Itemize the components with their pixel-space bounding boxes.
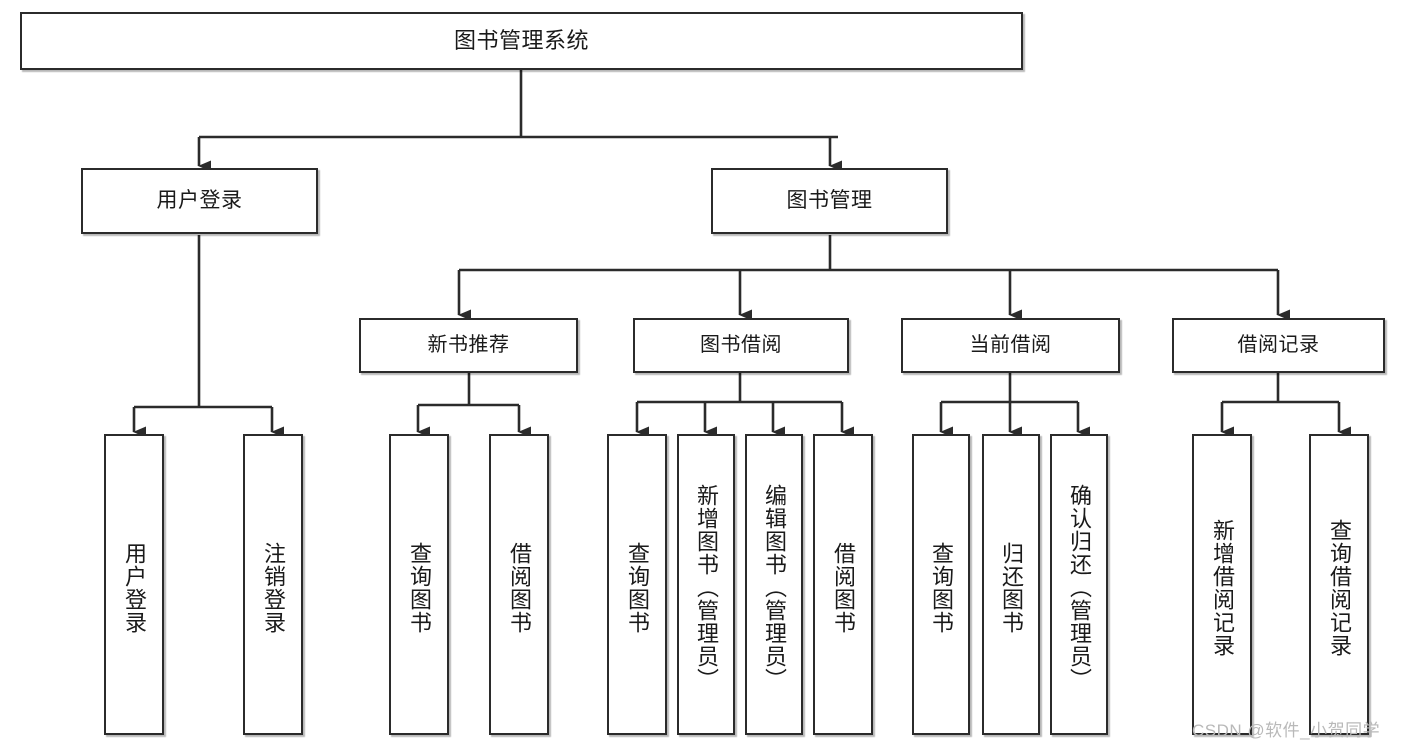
leaf-query-book-recommend[interactable]: 查询图书 [389,434,449,735]
node-label: 查询图书 [625,541,650,634]
node-label: 借阅图书 [831,541,856,634]
node-user-login[interactable]: 用户登录 [81,168,318,234]
leaf-query-book-current[interactable]: 查询图书 [912,434,970,735]
node-book-borrow[interactable]: 图书借阅 [633,318,849,373]
node-label: 查询图书 [929,541,954,634]
node-label: 查询借阅记录 [1327,518,1352,657]
leaf-borrow-book-borrow[interactable]: 借阅图书 [813,434,873,735]
node-current-borrow[interactable]: 当前借阅 [901,318,1120,373]
leaf-query-borrow-record[interactable]: 查询借阅记录 [1309,434,1369,735]
node-label: 借阅记录 [1237,334,1320,357]
node-book-management[interactable]: 图书管理 [711,168,948,234]
node-label: 查询图书 [407,541,432,634]
leaf-edit-book-admin[interactable]: 编辑图书（管理员） [745,434,803,735]
node-label: 新书推荐 [427,334,510,357]
node-new-book-recommend[interactable]: 新书推荐 [359,318,578,373]
node-label: 确认归还（管理员） [1067,484,1092,691]
leaf-return-book[interactable]: 归还图书 [982,434,1040,735]
node-label: 当前借阅 [969,334,1052,357]
node-label: 图书借阅 [700,334,782,357]
node-label: 图书管理 [786,189,873,213]
node-label: 图书管理系统 [453,27,589,53]
node-label: 用户登录 [122,541,147,634]
leaf-query-book-borrow[interactable]: 查询图书 [607,434,667,735]
leaf-confirm-return-admin[interactable]: 确认归还（管理员） [1050,434,1108,735]
node-root-system[interactable]: 图书管理系统 [20,12,1023,70]
csdn-watermark: CSDN @软件_小贺同学 [1192,721,1381,740]
node-borrow-record[interactable]: 借阅记录 [1172,318,1385,373]
node-label: 编辑图书（管理员） [762,484,787,691]
leaf-user-login[interactable]: 用户登录 [104,434,164,735]
node-label: 新增图书（管理员） [694,484,719,691]
node-label: 归还图书 [999,541,1024,634]
leaf-add-borrow-record[interactable]: 新增借阅记录 [1192,434,1252,735]
leaf-borrow-book-recommend[interactable]: 借阅图书 [489,434,549,735]
node-label: 注销登录 [261,541,286,634]
node-label: 用户登录 [156,189,243,213]
node-label: 新增借阅记录 [1210,518,1235,657]
leaf-add-book-admin[interactable]: 新增图书（管理员） [677,434,735,735]
node-label: 借阅图书 [507,541,532,634]
leaf-logout[interactable]: 注销登录 [243,434,303,735]
